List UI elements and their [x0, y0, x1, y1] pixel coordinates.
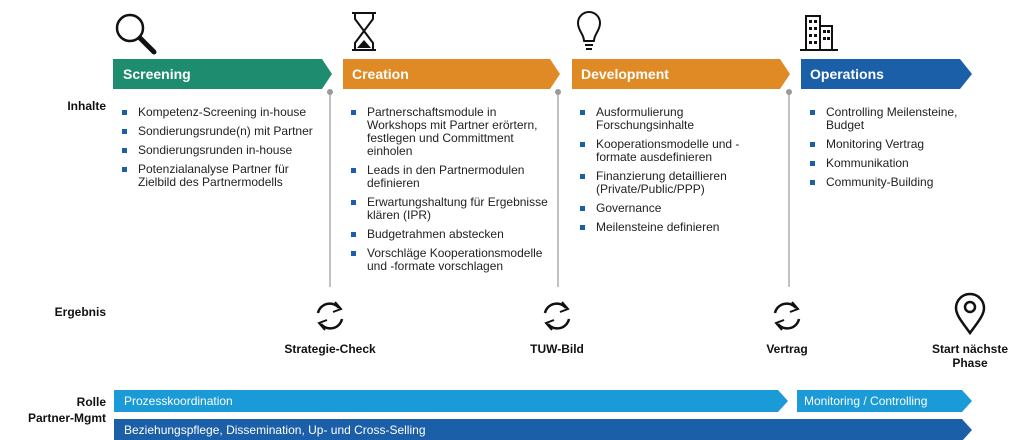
- list-item: Leads in den Partnermodulen definieren: [349, 164, 555, 190]
- phase-title-development: Development: [581, 66, 669, 82]
- row-label-rolle: Rolle Partner-Mgmt: [2, 394, 106, 426]
- list-item: Kooperationsmodelle und -formate ausdefi…: [578, 138, 778, 164]
- list-item: Sondierungsrunde(n) mit Partner: [120, 125, 320, 138]
- list-item: Monitoring Vertrag: [808, 138, 978, 151]
- row-label-rolle-line2: Partner-Mgmt: [27, 411, 106, 425]
- result-label: Vertrag: [766, 342, 808, 356]
- row-label-rolle-line1: Rolle: [76, 395, 106, 409]
- phase-title-screening: Screening: [123, 66, 191, 82]
- row-label-inhalte: Inhalte: [67, 99, 106, 113]
- building-icon: [800, 15, 838, 51]
- hourglass-icon: [352, 12, 376, 51]
- phase-items-creation: Partnerschaftsmodule in Workshops mit Pa…: [349, 106, 555, 279]
- list-item: Kommunikation: [808, 157, 978, 170]
- list-item: Controlling Meilensteine, Budget: [808, 106, 978, 132]
- phase-banner-creation: [343, 59, 560, 89]
- list-item: Community-Building: [808, 176, 978, 189]
- result-label: TUW-Bild: [530, 342, 584, 356]
- magnifier-icon: [115, 13, 157, 55]
- cycle-arrows-icon: [773, 301, 801, 331]
- role-bar-prozesskoordination: [114, 390, 788, 412]
- result-label: Start nächste Phase: [931, 342, 1009, 370]
- role-bar-monitoring: [797, 390, 972, 412]
- cycle-arrows-icon: [316, 301, 344, 331]
- list-item: Budgetrahmen abstecken: [349, 228, 555, 241]
- phase-items-screening: Kompetenz-Screening in-house Sondierungs…: [120, 106, 320, 195]
- list-item: Kompetenz-Screening in-house: [120, 106, 320, 119]
- role-bar-label: Prozesskoordination: [124, 394, 233, 408]
- row-label-ergebnis: Ergebnis: [54, 305, 106, 319]
- list-item: Vorschläge Kooperationsmodelle und -form…: [349, 247, 555, 273]
- phase-items-operations: Controlling Meilensteine, Budget Monitor…: [808, 106, 978, 195]
- list-item: Finanzierung detaillieren (Private/Publi…: [578, 170, 778, 196]
- location-pin-icon: [954, 292, 986, 336]
- list-item: Governance: [578, 202, 778, 215]
- result-label: Strategie-Check: [284, 342, 376, 356]
- role-bar-label: Monitoring / Controlling: [804, 394, 928, 408]
- list-item: Partnerschaftsmodule in Workshops mit Pa…: [349, 106, 555, 158]
- list-item: Potenzialanalyse Partner für Zielbild de…: [120, 163, 320, 189]
- list-item: Meilensteine definieren: [578, 221, 778, 234]
- list-item: Erwartungshaltung für Ergebnisse klären …: [349, 196, 555, 222]
- phase-banner-screening: [113, 59, 332, 89]
- phase-banner-development: [572, 59, 790, 89]
- phase-divider: [786, 89, 792, 287]
- list-item: Sondierungsrunden in-house: [120, 144, 320, 157]
- phase-divider: [555, 89, 561, 287]
- phase-title-creation: Creation: [352, 66, 409, 82]
- role-bar-beziehungspflege: [114, 419, 972, 440]
- phase-banner-operations: [801, 59, 972, 89]
- role-bar-label: Beziehungspflege, Dissemination, Up- und…: [124, 423, 426, 437]
- list-item: Ausformulierung Forschungsinhalte: [578, 106, 778, 132]
- phase-divider: [327, 89, 333, 287]
- cycle-arrows-icon: [543, 301, 571, 331]
- phase-items-development: Ausformulierung Forschungsinhalte Kooper…: [578, 106, 778, 240]
- phase-title-operations: Operations: [810, 66, 884, 82]
- lightbulb-icon: [577, 11, 601, 50]
